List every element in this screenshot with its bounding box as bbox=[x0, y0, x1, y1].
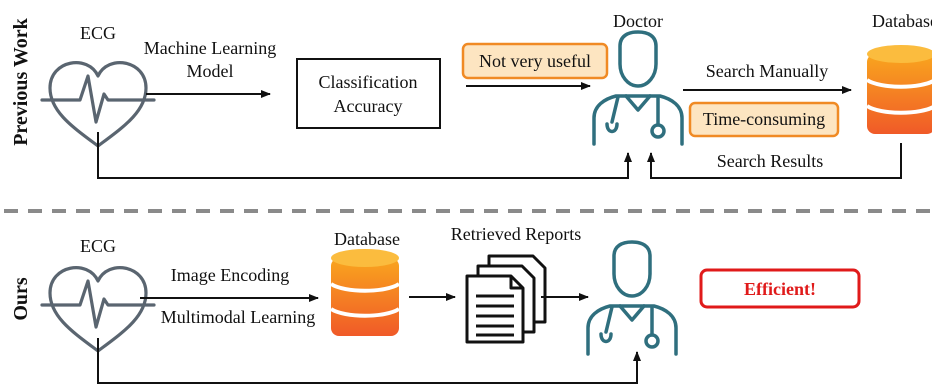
ml-model-label-line2: Model bbox=[187, 61, 234, 81]
database-label-top: Database bbox=[872, 11, 932, 31]
multimodal-learning-label: Multimodal Learning bbox=[161, 307, 315, 327]
retrieved-reports-label: Retrieved Reports bbox=[451, 224, 581, 244]
search-manually-label: Search Manually bbox=[706, 61, 828, 81]
efficient-badge-text: Efficient! bbox=[744, 279, 816, 299]
ecg-label-top: ECG bbox=[80, 23, 116, 43]
image-encoding-label: Image Encoding bbox=[171, 265, 289, 285]
section-label-previous: Previous Work bbox=[10, 17, 32, 145]
connector-ecg-to-doctor bbox=[97, 132, 632, 179]
database-label-bottom: Database bbox=[334, 229, 400, 249]
documents-icon bbox=[465, 254, 547, 344]
section-label-ours: Ours bbox=[10, 277, 32, 321]
search-results-label: Search Results bbox=[717, 151, 823, 171]
box-line1: Classification bbox=[319, 72, 418, 92]
box-line2: Accuracy bbox=[334, 96, 403, 116]
doctor-icon bbox=[586, 240, 678, 356]
efficient-badge bbox=[699, 268, 861, 309]
database-icon bbox=[865, 45, 932, 134]
database-icon bbox=[329, 249, 401, 336]
tag-time-consuming-text: Time-consuming bbox=[703, 109, 825, 129]
ml-model-label-line1: Machine Learning bbox=[144, 38, 276, 58]
ecg-label-bottom: ECG bbox=[80, 236, 116, 256]
doctor-icon bbox=[592, 30, 684, 146]
connector-database-to-doctor bbox=[647, 143, 902, 179]
tag-time-consuming bbox=[688, 101, 840, 138]
tag-not-useful bbox=[461, 42, 609, 80]
tag-not-useful-text: Not very useful bbox=[479, 51, 591, 71]
classification-accuracy-box bbox=[296, 58, 441, 129]
connector-ecg-to-doctor-bottom bbox=[97, 338, 641, 384]
doctor-label: Doctor bbox=[613, 11, 663, 31]
